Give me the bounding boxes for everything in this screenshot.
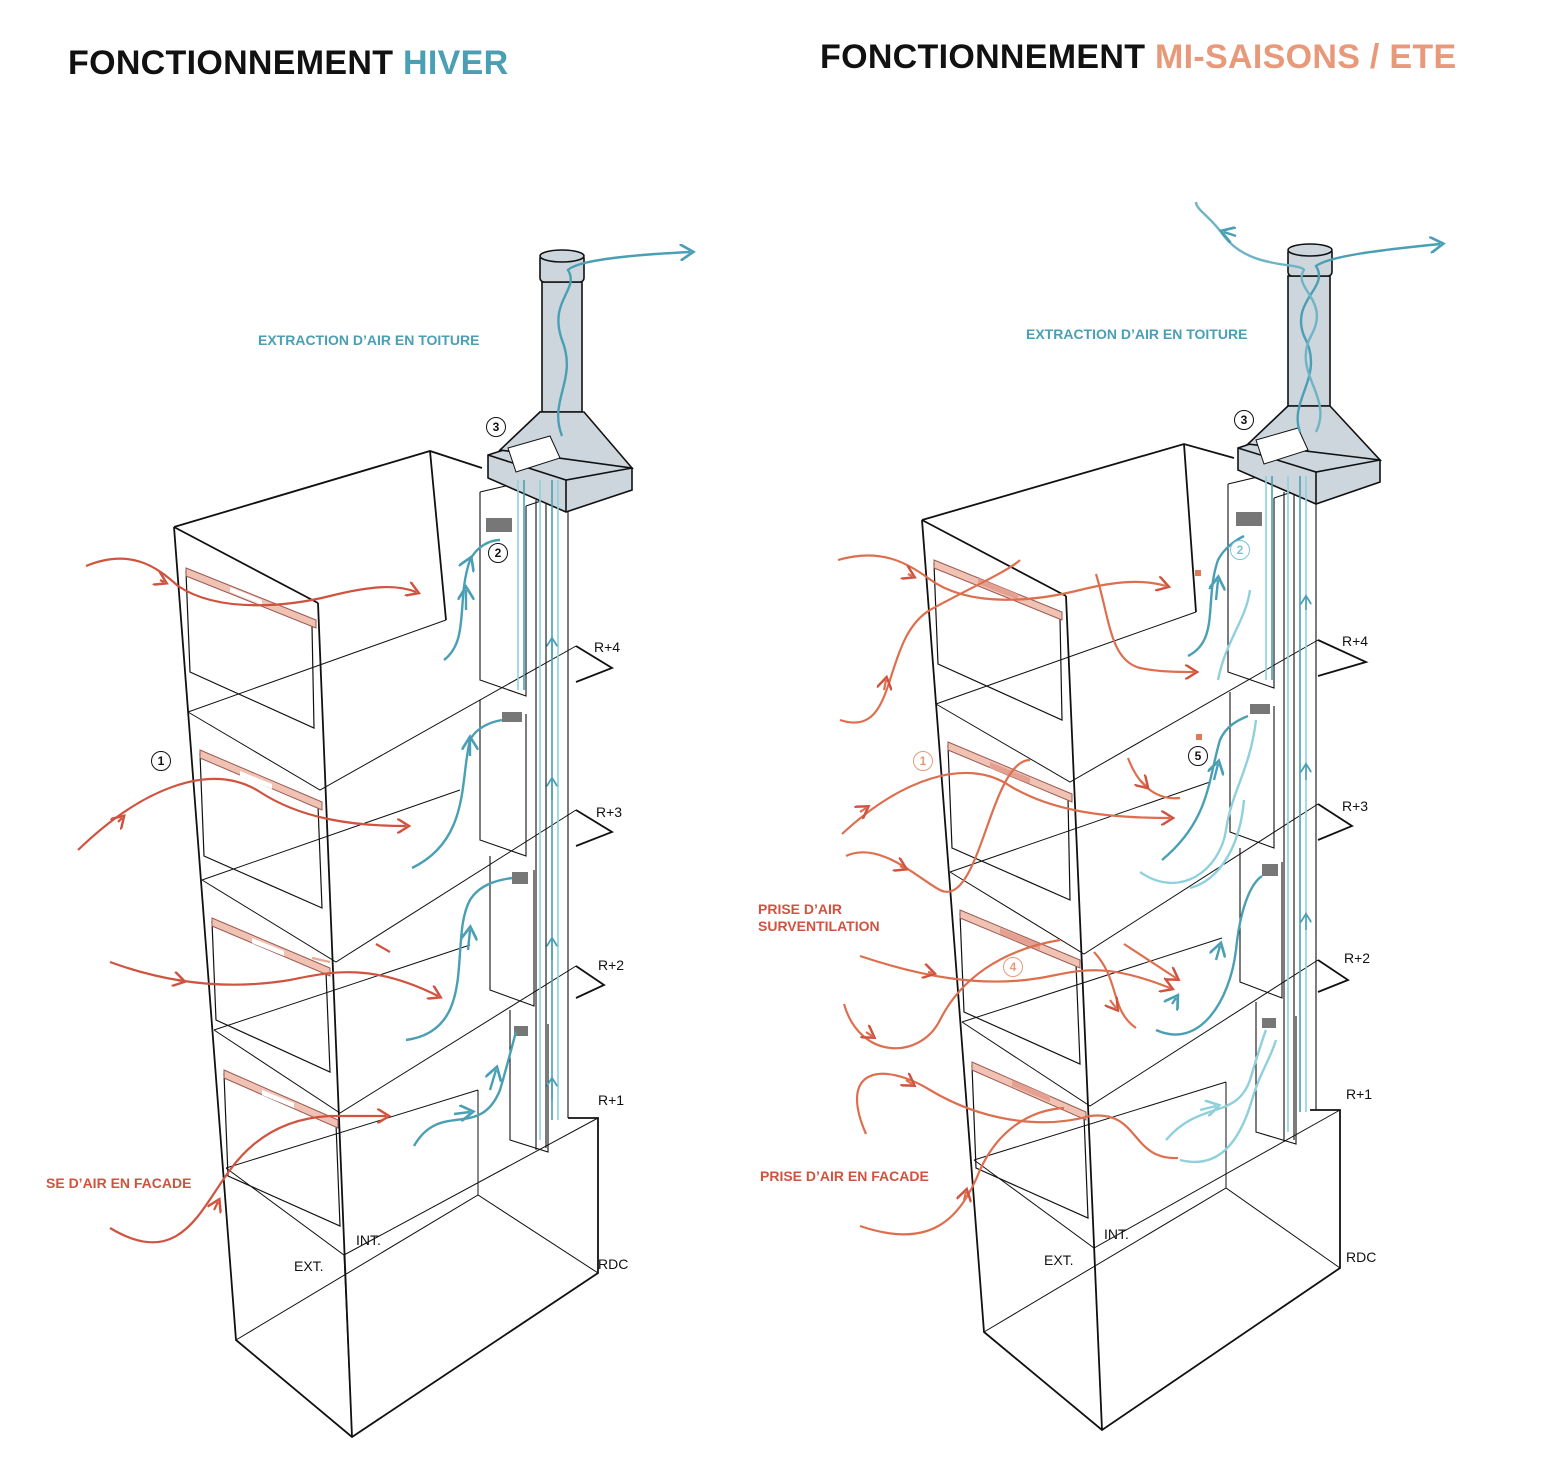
right-grilles xyxy=(1236,512,1278,1028)
right-ext-label: EXT. xyxy=(1044,1252,1074,1268)
right-callout-5: 5 xyxy=(1188,746,1208,766)
right-shaft-flows xyxy=(1265,476,1306,1132)
right-callout-4: 4 xyxy=(1003,957,1023,977)
left-floor-r2: R+2 xyxy=(598,957,625,973)
left-label-extraction: EXTRACTION D’AIR EN TOITURE xyxy=(258,332,480,348)
right-title: FONCTIONNEMENT MI-SAISONS / ETE xyxy=(820,38,1456,77)
right-floor-r3: R+3 xyxy=(1342,798,1369,814)
right-label-facade: PRISE D’AIR EN FACADE xyxy=(760,1168,929,1184)
left-floor-rdc: RDC xyxy=(598,1256,629,1272)
right-facade-vents xyxy=(933,559,1087,1121)
right-airflow-extract xyxy=(1139,201,1440,1163)
right-label-surventilation-1: PRISE D’AIR xyxy=(758,901,843,917)
right-callout-3: 3 xyxy=(1234,410,1254,430)
right-label-extraction: EXTRACTION D’AIR EN TOITURE xyxy=(1026,326,1248,342)
left-floor-r4: R+4 xyxy=(594,639,621,655)
right-int-label: INT. xyxy=(1104,1226,1129,1242)
right-floor-r1: R+1 xyxy=(1346,1086,1373,1102)
left-title-accent: HIVER xyxy=(403,44,509,82)
left-shaft-flows xyxy=(517,480,559,1140)
left-chimney xyxy=(487,249,634,513)
left-building xyxy=(173,450,615,1439)
left-callout-2: 2 xyxy=(488,543,508,563)
right-floor-r2: R+2 xyxy=(1344,950,1371,966)
right-marker-dots xyxy=(1195,570,1202,740)
right-callout-1: 1 xyxy=(913,751,933,771)
left-label-facade: SE D’AIR EN FACADE xyxy=(46,1175,192,1191)
left-airflow-intake xyxy=(77,557,438,1244)
left-callout-3: 3 xyxy=(486,417,506,437)
right-callout-2: 2 xyxy=(1230,540,1250,560)
left-facade-vents xyxy=(185,567,339,1129)
left-title: FONCTIONNEMENT HIVER xyxy=(68,44,508,83)
left-title-main: FONCTIONNEMENT xyxy=(68,44,394,82)
right-label-surventilation-2: SURVENTILATION xyxy=(758,918,880,934)
left-ext-label: EXT. xyxy=(294,1258,324,1274)
left-floor-r1: R+1 xyxy=(598,1092,625,1108)
left-grilles xyxy=(486,518,528,1036)
left-callout-1: 1 xyxy=(151,751,171,771)
right-floor-r4: R+4 xyxy=(1342,633,1369,649)
left-int-label: INT. xyxy=(356,1232,381,1248)
right-chimney xyxy=(1237,243,1383,505)
right-title-accent: MI-SAISONS / ETE xyxy=(1155,38,1457,76)
right-floor-rdc: RDC xyxy=(1346,1249,1377,1265)
left-airflow-extract xyxy=(405,252,690,1147)
right-airflow-intake xyxy=(837,554,1194,1236)
right-title-main: FONCTIONNEMENT xyxy=(820,38,1146,76)
left-floor-r3: R+3 xyxy=(596,804,623,820)
